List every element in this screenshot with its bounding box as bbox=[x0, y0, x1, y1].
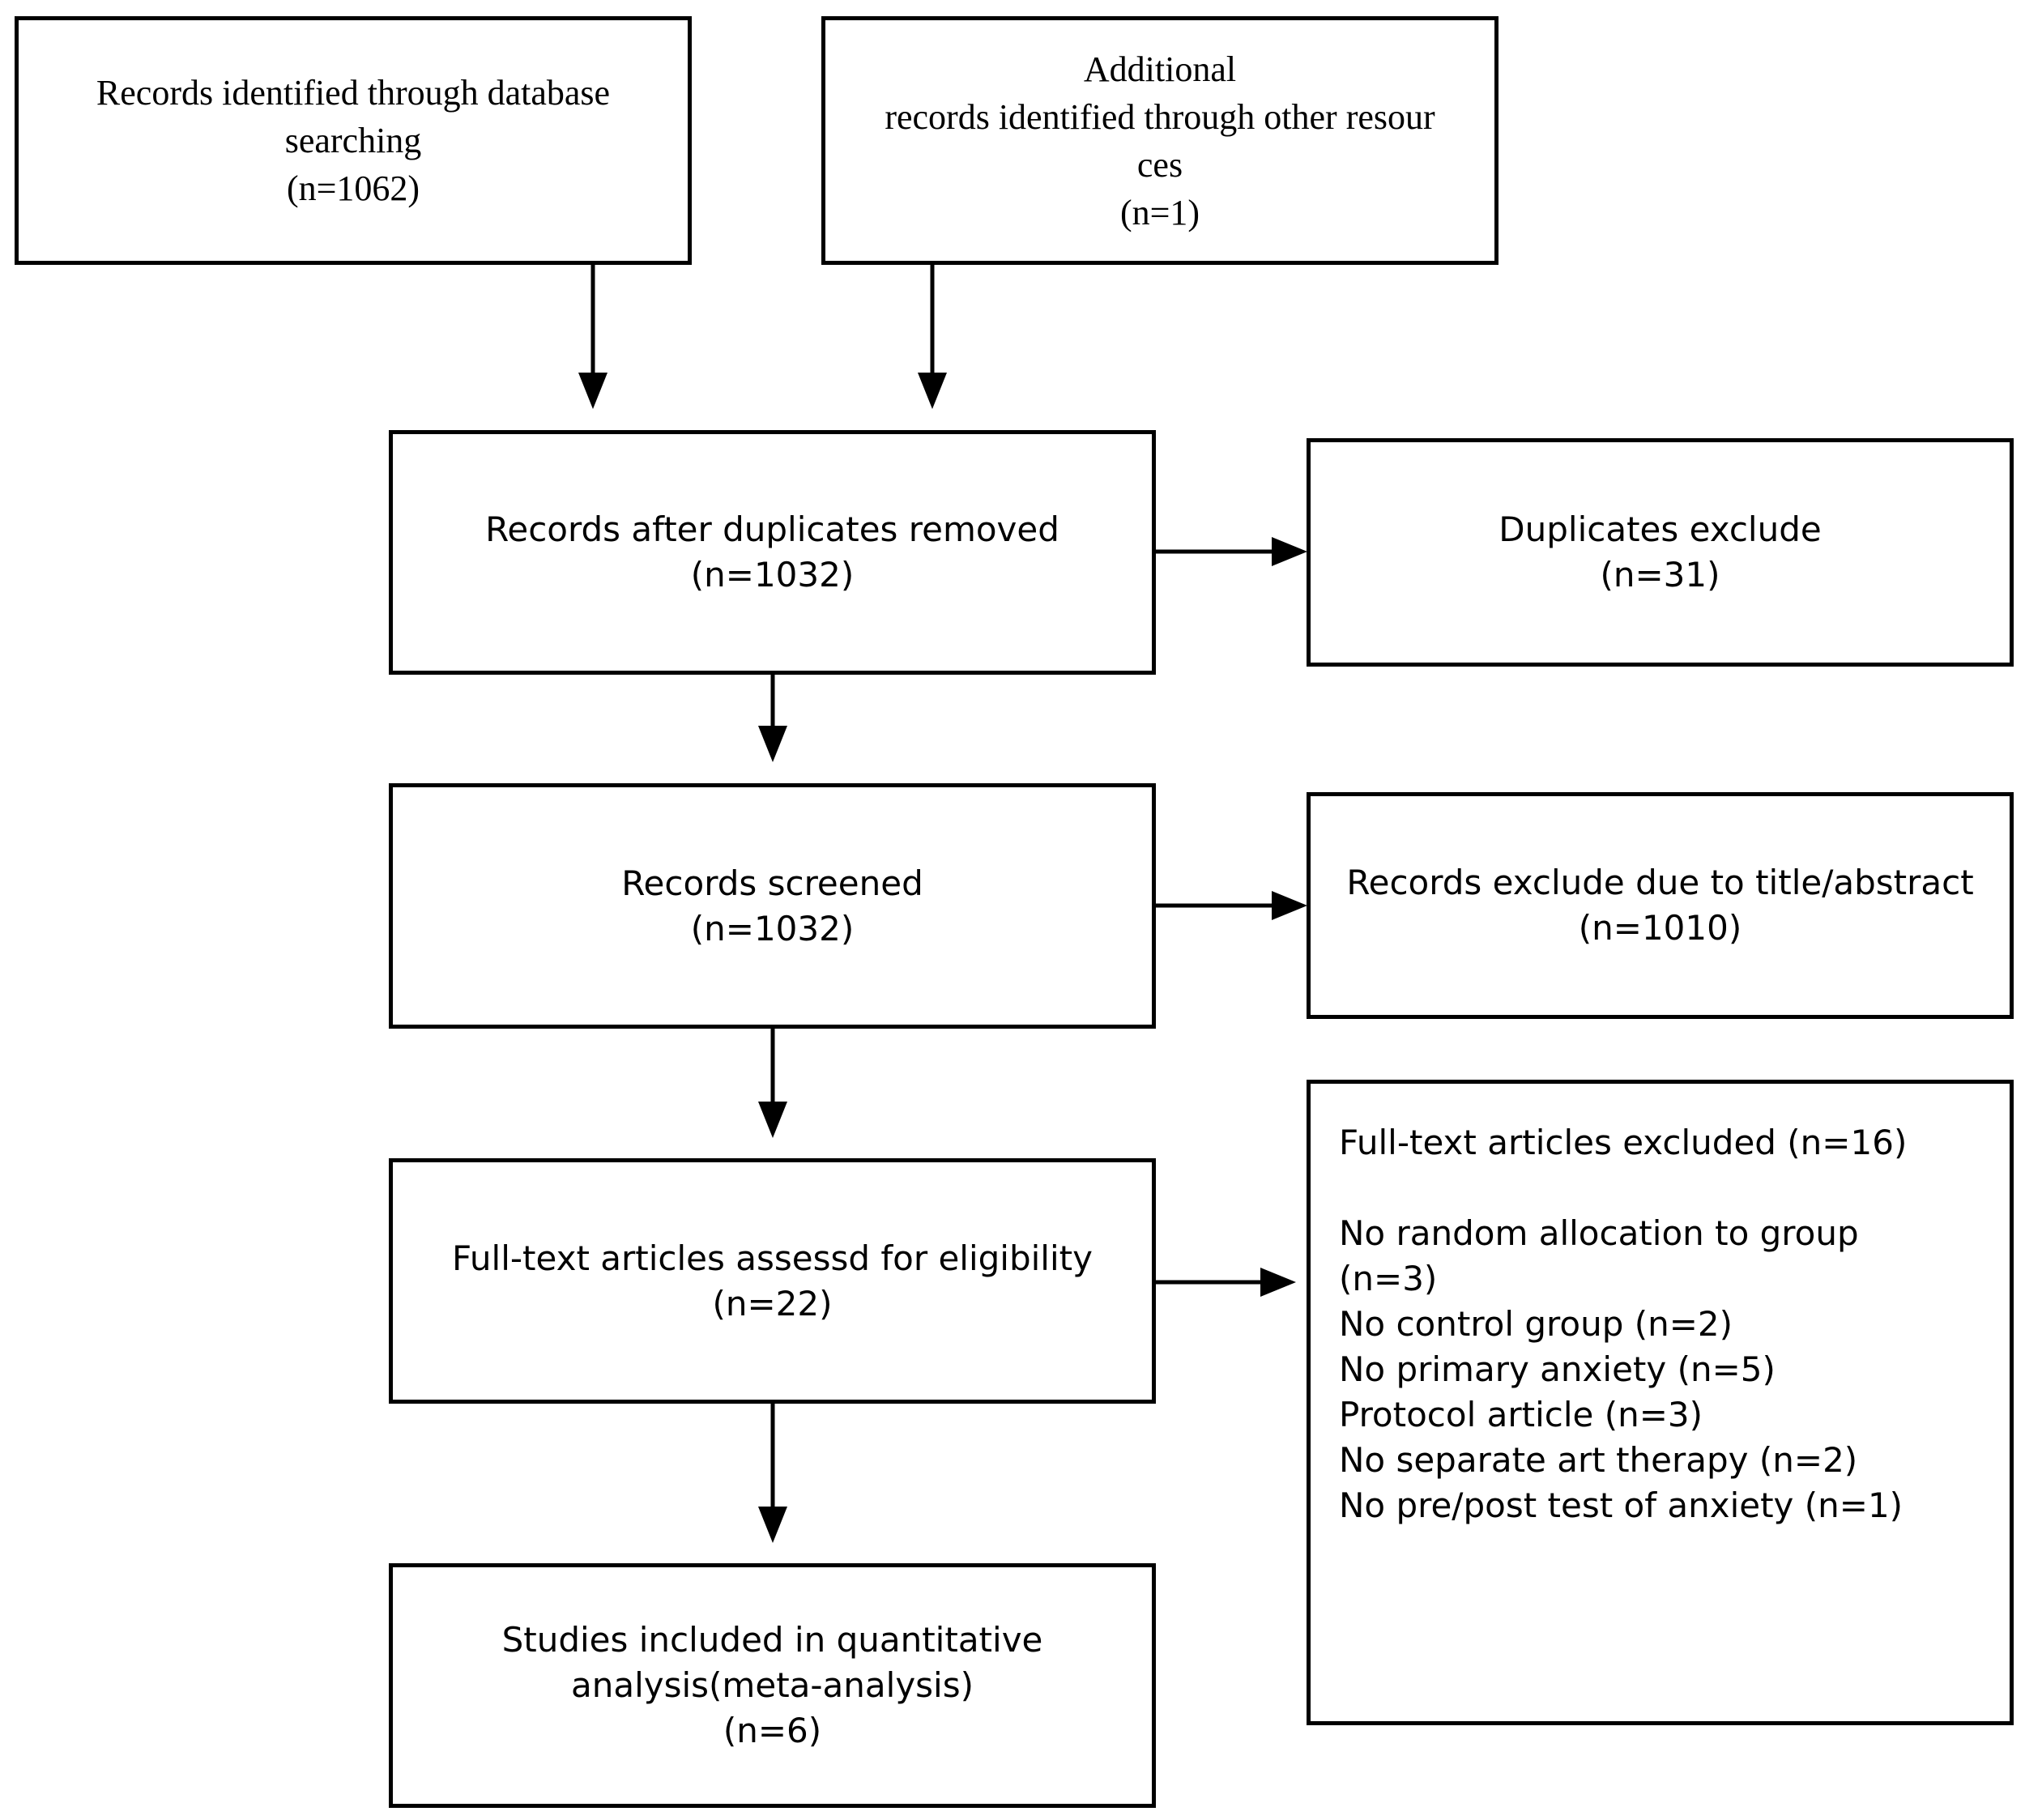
exclusion-reason: Protocol article (n=3) bbox=[1339, 1395, 1703, 1434]
box-line: Full-text articles assessd for eligibili… bbox=[452, 1238, 1093, 1278]
excluded-heading: Full-text articles excluded (n=16) bbox=[1339, 1123, 1908, 1162]
box-records-screened: Records screened (n=1032) bbox=[389, 783, 1156, 1029]
box-line: (n=1) bbox=[1119, 192, 1200, 232]
arrowhead-screened-to-exclude bbox=[1272, 891, 1307, 920]
exclusion-reason: No separate art therapy (n=2) bbox=[1339, 1440, 1858, 1480]
box-line: (n=31) bbox=[1600, 555, 1720, 595]
box-line: Records after duplicates removed bbox=[485, 509, 1059, 549]
box-line: records identified through other resour bbox=[885, 96, 1435, 137]
arrowhead-fulltext-to-excluded bbox=[1260, 1268, 1296, 1297]
box-line: (n=22) bbox=[712, 1283, 833, 1323]
box-line: searching bbox=[284, 121, 422, 160]
box-line: Records exclude due to title/abstract bbox=[1346, 863, 1974, 902]
box-other-sources: Additional records identified through ot… bbox=[821, 16, 1498, 265]
arrowhead-other-to-dedup bbox=[918, 373, 947, 409]
box-line: (n=6) bbox=[723, 1711, 822, 1750]
arrowhead-dedup-to-screened bbox=[758, 726, 787, 762]
box-line: (n=1032) bbox=[690, 555, 855, 595]
exclusion-reason: No pre/post test of anxiety (n=1) bbox=[1339, 1485, 1904, 1525]
box-line: Duplicates exclude bbox=[1498, 509, 1822, 549]
arrowhead-fulltext-to-included bbox=[758, 1507, 787, 1543]
arrowhead-db-to-dedup bbox=[578, 373, 608, 409]
box-studies-included: Studies included in quantitative analysi… bbox=[389, 1563, 1156, 1808]
box-line: (n=1062) bbox=[286, 168, 420, 208]
box-line: Records screened bbox=[621, 863, 923, 903]
box-line: ces bbox=[1136, 144, 1183, 185]
box-fulltext-assessed: Full-text articles assessd for eligibili… bbox=[389, 1158, 1156, 1404]
box-line: analysis(meta-analysis) bbox=[571, 1665, 974, 1705]
box-line: (n=1010) bbox=[1578, 908, 1742, 948]
box-after-duplicates: Records after duplicates removed (n=1032… bbox=[389, 430, 1156, 675]
box-database-search: Records identified through database sear… bbox=[15, 16, 692, 265]
exclusion-reason: No primary anxiety (n=5) bbox=[1339, 1349, 1776, 1389]
arrowhead-dedup-to-exclude bbox=[1272, 537, 1307, 566]
exclusion-reason: No random allocation to group bbox=[1339, 1213, 1859, 1253]
arrowhead-screened-to-fulltext bbox=[758, 1102, 787, 1138]
box-line: Additional bbox=[1083, 49, 1237, 89]
box-line: (n=1032) bbox=[690, 908, 855, 948]
box-fulltext-excluded: Full-text articles excluded (n=16) No ra… bbox=[1307, 1080, 2014, 1725]
box-title-abstract-exclude: Records exclude due to title/abstract (n… bbox=[1307, 792, 2014, 1019]
box-line: Records identified through database bbox=[96, 73, 611, 113]
exclusion-reason: No control group (n=2) bbox=[1339, 1304, 1733, 1344]
box-line: Studies included in quantitative bbox=[501, 1620, 1043, 1660]
box-duplicates-exclude: Duplicates exclude (n=31) bbox=[1307, 438, 2014, 667]
exclusion-reason: (n=3) bbox=[1339, 1259, 1438, 1298]
